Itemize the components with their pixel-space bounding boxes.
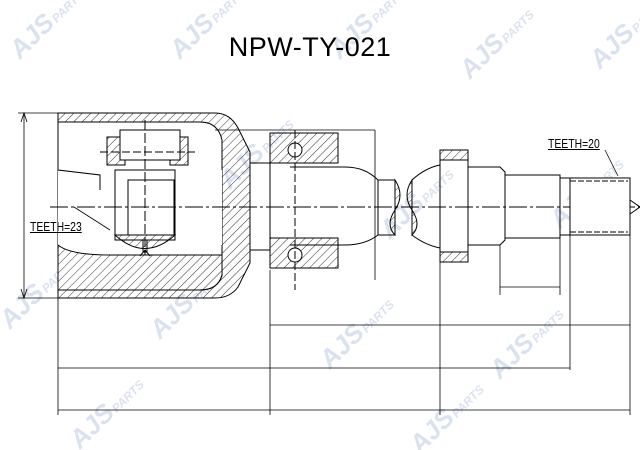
svg-text:PARTS: PARTS: [49, 0, 87, 25]
dimension-lines: [18, 111, 631, 415]
svg-text:PARTS: PARTS: [369, 0, 407, 25]
part-number-title: NPW-TY-021: [228, 32, 392, 62]
svg-text:PARTS: PARTS: [209, 0, 247, 25]
shaft: [290, 149, 640, 263]
svg-text:PARTS: PARTS: [359, 297, 397, 335]
svg-text:PARTS: PARTS: [419, 167, 457, 205]
teeth-label-left: TEETH=23: [30, 219, 82, 234]
bearing: [250, 130, 339, 290]
teeth-label-right: TEETH=20: [548, 136, 600, 151]
svg-text:PARTS: PARTS: [529, 307, 567, 345]
svg-text:PARTS: PARTS: [449, 382, 487, 420]
joint-housing: [57, 112, 251, 299]
